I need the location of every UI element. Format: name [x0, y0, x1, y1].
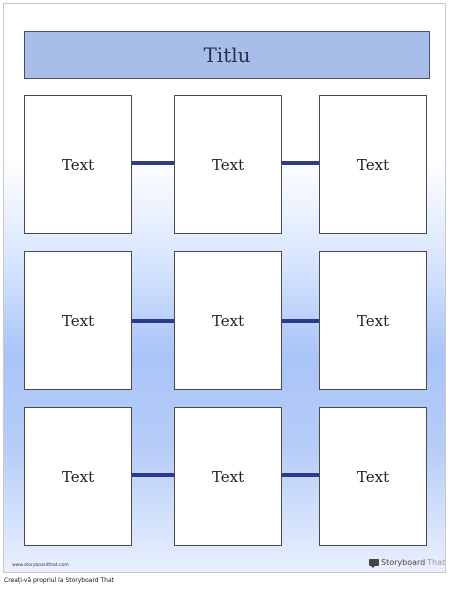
page-title: Titlu: [24, 31, 430, 79]
cell-r2-c1: Text: [24, 251, 132, 390]
brand-name: Storyboard: [381, 558, 426, 567]
connector-r2-a: [132, 319, 174, 323]
connector-r3-a: [132, 473, 174, 477]
worksheet-page: Titlu Text Text Text Text Text Text Text…: [3, 3, 446, 573]
connector-r1-a: [132, 161, 174, 165]
cell-r2-c3: Text: [319, 251, 427, 390]
connector-r3-b: [282, 473, 319, 477]
cell-r3-c3: Text: [319, 407, 427, 546]
cell-r1-c1: Text: [24, 95, 132, 234]
speech-bubble-icon: [369, 559, 379, 568]
footer-url: www.storyboardthat.com: [12, 563, 69, 568]
brand-suffix: That: [427, 558, 446, 567]
cell-r3-c1: Text: [24, 407, 132, 546]
footer-caption: Creați-vă propriul la Storyboard That: [4, 577, 115, 584]
cell-r1-c3: Text: [319, 95, 427, 234]
cell-r1-c2: Text: [174, 95, 282, 234]
cell-r2-c2: Text: [174, 251, 282, 390]
cell-r3-c2: Text: [174, 407, 282, 546]
connector-r1-b: [282, 161, 319, 165]
connector-r2-b: [282, 319, 319, 323]
